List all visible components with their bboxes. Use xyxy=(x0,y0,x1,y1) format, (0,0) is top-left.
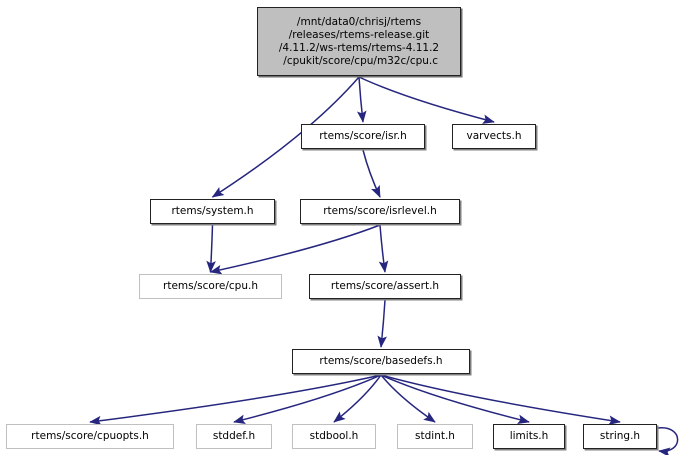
graph-edge-root-to-varvects xyxy=(358,76,495,124)
graph-node-isr[interactable]: rtems/score/isr.h xyxy=(301,124,425,149)
graph-edge-basedefs-to-limits xyxy=(380,374,530,424)
graph-edge-root-to-isr xyxy=(356,76,367,123)
graph-edge-string-to-string xyxy=(657,427,679,455)
graph-edge-basedefs-to-stdbool xyxy=(333,374,382,423)
graph-node-basedefs[interactable]: rtems/score/basedefs.h xyxy=(292,349,470,374)
graph-edge-isrlevel-to-assert xyxy=(378,224,389,273)
graph-node-system[interactable]: rtems/system.h xyxy=(150,199,275,224)
graph-edge-assert-to-basedefs xyxy=(377,299,387,348)
graph-node-stdint: stdint.h xyxy=(397,424,473,449)
graph-node-varvects[interactable]: varvects.h xyxy=(452,124,536,149)
graph-node-label: rtems/system.h xyxy=(171,205,254,217)
graph-edge-basedefs-to-cpuopts xyxy=(89,374,382,426)
graph-node-isrlevel[interactable]: rtems/score/isrlevel.h xyxy=(300,199,460,224)
graph-node-label: rtems/score/isr.h xyxy=(319,130,407,142)
graph-edge-isr-to-isrlevel xyxy=(362,149,381,198)
graph-node-string[interactable]: string.h xyxy=(583,424,657,449)
graph-node-label: rtems/score/basedefs.h xyxy=(319,355,443,367)
graph-node-limits[interactable]: limits.h xyxy=(493,424,565,449)
graph-node-cpu: rtems/score/cpu.h xyxy=(139,274,282,299)
graph-node-label: rtems/score/isrlevel.h xyxy=(323,205,437,217)
graph-node-label: rtems/score/assert.h xyxy=(330,280,440,292)
graph-node-label: stddef.h xyxy=(212,430,256,442)
graph-node-label: stdint.h xyxy=(415,430,455,442)
graph-edge-isrlevel-to-cpu xyxy=(209,224,381,275)
graph-node-stddef: stddef.h xyxy=(196,424,272,449)
graph-node-assert[interactable]: rtems/score/assert.h xyxy=(309,274,461,299)
graph-node-label: limits.h xyxy=(509,430,549,442)
graph-node-cpuopts: rtems/score/cpuopts.h xyxy=(6,424,174,449)
graph-edge-basedefs-to-stddef xyxy=(233,374,382,424)
graph-node-label: rtems/score/cpuopts.h xyxy=(31,430,149,442)
graph-node-label: /mnt/data0/chrisj/rtems /releases/rtems-… xyxy=(278,15,440,67)
graph-node-label: string.h xyxy=(599,430,641,442)
graph-node-label: varvects.h xyxy=(466,130,522,142)
graph-edge-basedefs-to-string xyxy=(380,374,621,426)
graph-edge-system-to-cpu xyxy=(206,224,216,273)
graph-node-root[interactable]: /mnt/data0/chrisj/rtems /releases/rtems-… xyxy=(257,7,461,76)
graph-node-stdbool: stdbool.h xyxy=(292,424,376,449)
graph-node-label: stdbool.h xyxy=(309,430,359,442)
graph-node-label: rtems/score/cpu.h xyxy=(163,280,258,292)
graph-edge-basedefs-to-stdint xyxy=(380,374,436,423)
